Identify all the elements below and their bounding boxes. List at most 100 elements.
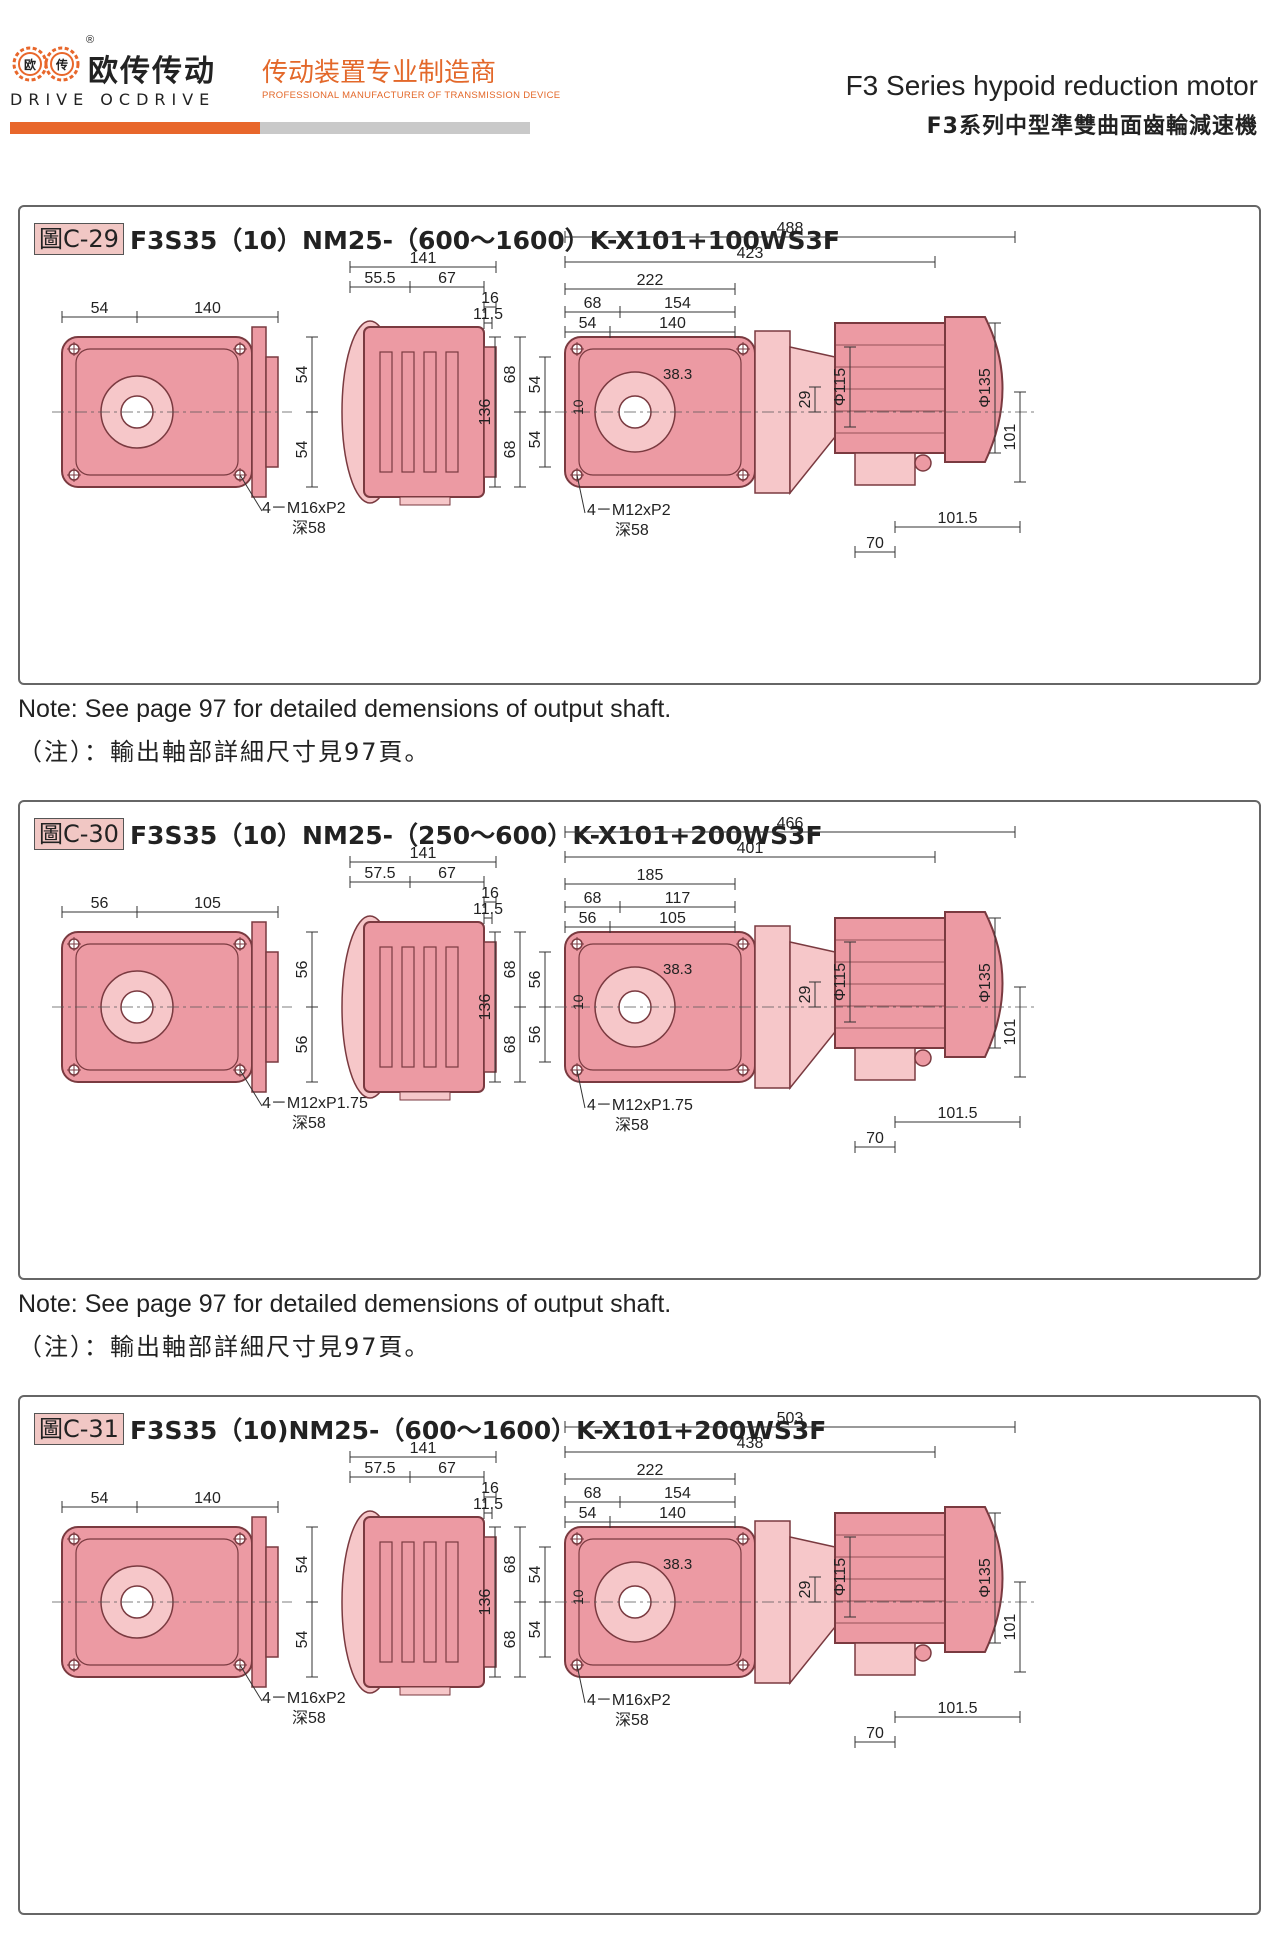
side-rib [423,1541,437,1663]
motor-fan-cover [944,316,1004,463]
logo-chinese-name: 欧传传动 [88,54,216,89]
side-rib [401,1541,415,1663]
front-dim-w1-label: 56 [91,895,109,912]
drawing-panel-c30: 圖C-30 F3S35（10）NM25-（250～600）K-X101+200W… [18,800,1261,1280]
motor-dim-115-label: Φ115 [832,1558,849,1596]
front-dim-w2-label: 105 [194,895,221,912]
side-dim-a-label: 57.5 [364,865,395,882]
motor-dim-l1-label: 488 [777,220,804,237]
motor-body [834,1512,946,1644]
note-chinese: （注）：輸出軸部詳細尺寸見97頁。 [18,738,431,766]
note-chinese: （注）：輸出軸部詳細尺寸見97頁。 [18,1333,431,1361]
side-foot [399,1091,451,1101]
leader-line [576,1069,586,1109]
front-dim-h1-label: 56 [294,961,311,979]
front-dim-w1-label: 54 [91,300,109,317]
side-dim-c-label: 16 [481,290,499,307]
motor-dim-l3-label: 185 [637,867,664,884]
front-depth-label: 深58 [292,519,326,537]
note-block-2: Note: See page 97 for detailed demension… [18,1290,671,1362]
motor-key-label: 10 [570,1589,586,1605]
side-rib [379,946,393,1068]
side-dim-a-label: 55.5 [364,270,395,287]
page-title-chinese: F3系列中型準雙曲面齒輪減速機 [926,114,1258,139]
motor-dim-101-label: 101 [1002,1019,1019,1046]
cable-gland [914,1049,932,1067]
side-dim-c-label: 16 [481,885,499,902]
motor-dim-70-label: 70 [866,1725,884,1742]
figure-tag: 圖C-30 [34,818,124,850]
terminal-box [854,452,916,486]
motor-dim-l5-label: 117 [665,890,691,907]
drawing-panel-c29: 圖C-29 F3S35（10）NM25-（600～1600）K-X101+100… [18,205,1261,685]
motor-dim-54a-label: 54 [527,376,544,394]
terminal-box [854,1642,916,1676]
note-english: Note: See page 97 for detailed demension… [18,1290,672,1318]
side-flange [483,346,497,478]
motor-bore-label: 38.3 [663,366,692,383]
motor-dim-68a-label: 68 [502,1556,519,1574]
motor-dim-l3-label: 222 [637,1462,664,1479]
side-foot [399,1686,451,1696]
page-title-english: F3 Series hypoid reduction motor [845,70,1258,101]
motor-dim-l2-label: 438 [737,1435,764,1452]
figure-tag: 圖C-29 [34,223,124,255]
gear-logo-icon: 欧 传 [12,46,80,82]
motor-dim-135-label: Φ135 [977,963,994,1003]
motor-fan-cover [944,1506,1004,1653]
front-dim-h2-label: 54 [294,1631,311,1649]
leader-line [239,474,263,512]
motor-key-label: 10 [570,399,586,415]
leader-line [576,474,586,514]
motor-dim-l7-label: 105 [659,910,686,927]
motor-depth-label: 深58 [615,1116,649,1134]
motor-dim-54b-label: 54 [527,431,544,449]
side-rib [379,1541,393,1663]
motor-neck [789,1536,836,1686]
motor-dim-115-label: Φ115 [832,963,849,1001]
cable-gland [914,1644,932,1662]
motor-fan-cover [944,911,1004,1058]
front-dim-h1-label: 54 [294,1556,311,1574]
motor-dim-135-label: Φ135 [977,368,994,408]
motor-dim-l6-label: 54 [579,1505,597,1522]
leader-line [576,1664,586,1704]
motor-dim-68a-label: 68 [502,961,519,979]
motor-body [834,322,946,454]
model-designation: F3S35（10)NM25-（600～1600）K-X101+200WS3F [129,1416,827,1445]
motor-dim-136-label: 136 [477,1589,494,1616]
motor-dim-29-label: 29 [797,391,814,409]
side-rib [423,946,437,1068]
motor-dim-54a-label: 56 [527,971,544,989]
motor-dim-l3-label: 222 [637,272,664,289]
front-thread-label: 4－M12xP1.75 [262,1095,368,1112]
motor-dim-l5-label: 154 [664,1485,691,1502]
side-flange [483,941,497,1073]
motor-dim-54b-label: 56 [527,1026,544,1044]
note-block-1: Note: See page 97 for detailed demension… [18,695,671,767]
side-dim-d-label: 11.5 [473,1496,503,1513]
motor-dim-l2-label: 401 [737,840,764,857]
side-rib [379,351,393,473]
motor-depth-label: 深58 [615,1711,649,1729]
motor-dim-136-label: 136 [477,994,494,1021]
motor-dim-136-label: 136 [477,399,494,426]
motor-dim-68b-label: 68 [502,1631,519,1649]
cable-gland [914,454,932,472]
side-rib [401,946,415,1068]
front-dim-w2-label: 140 [194,300,221,317]
motor-bore-label: 38.3 [663,961,692,978]
motor-thread-label: 4－M16xP2 [587,1692,671,1709]
front-dim-w2-label: 140 [194,1490,221,1507]
front-depth-label: 深58 [292,1709,326,1727]
motor-dim-68b-label: 68 [502,441,519,459]
front-dim-w1-label: 54 [91,1490,109,1507]
motor-dim-l2-label: 423 [737,245,764,262]
front-dim-h2-label: 56 [294,1036,311,1054]
motor-neck [789,941,836,1091]
motor-dim-101-label: 101 [1002,1614,1019,1641]
panel-title: 圖C-29 F3S35（10）NM25-（600～1600）K-X101+100… [34,221,840,257]
side-dim-total-label: 141 [410,1440,437,1457]
